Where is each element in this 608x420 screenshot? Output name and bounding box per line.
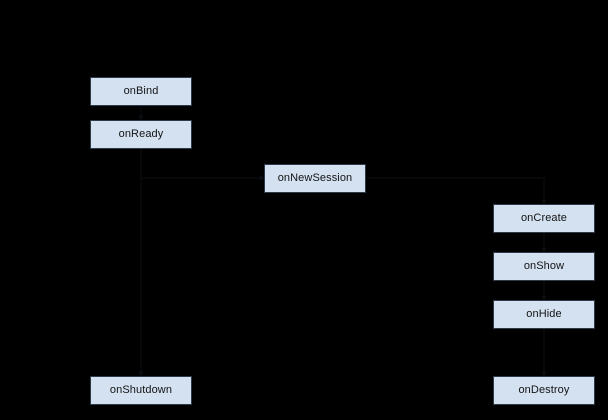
node-onready[interactable]: onReady xyxy=(90,120,192,149)
node-label: onCreate xyxy=(520,212,568,224)
node-onhide[interactable]: onHide xyxy=(493,300,595,329)
node-label: onReady xyxy=(118,128,164,140)
node-ondestroy[interactable]: onDestroy xyxy=(493,376,595,405)
node-onnewsession[interactable]: onNewSession xyxy=(264,164,366,193)
node-label: onBind xyxy=(123,85,159,97)
node-onshow[interactable]: onShow xyxy=(493,252,595,281)
node-label: onHide xyxy=(526,308,562,320)
node-label: onDestroy xyxy=(518,384,570,396)
edge-onnewsession-oncreate xyxy=(366,177,547,205)
node-label: onShow xyxy=(523,260,565,272)
edge-onready-onnewsession xyxy=(140,149,265,181)
node-label: onShutdown xyxy=(109,384,173,396)
node-label: onNewSession xyxy=(277,172,353,184)
node-onbind[interactable]: onBind xyxy=(90,77,192,106)
node-oncreate[interactable]: onCreate xyxy=(493,204,595,233)
node-onshutdown[interactable]: onShutdown xyxy=(90,376,192,405)
